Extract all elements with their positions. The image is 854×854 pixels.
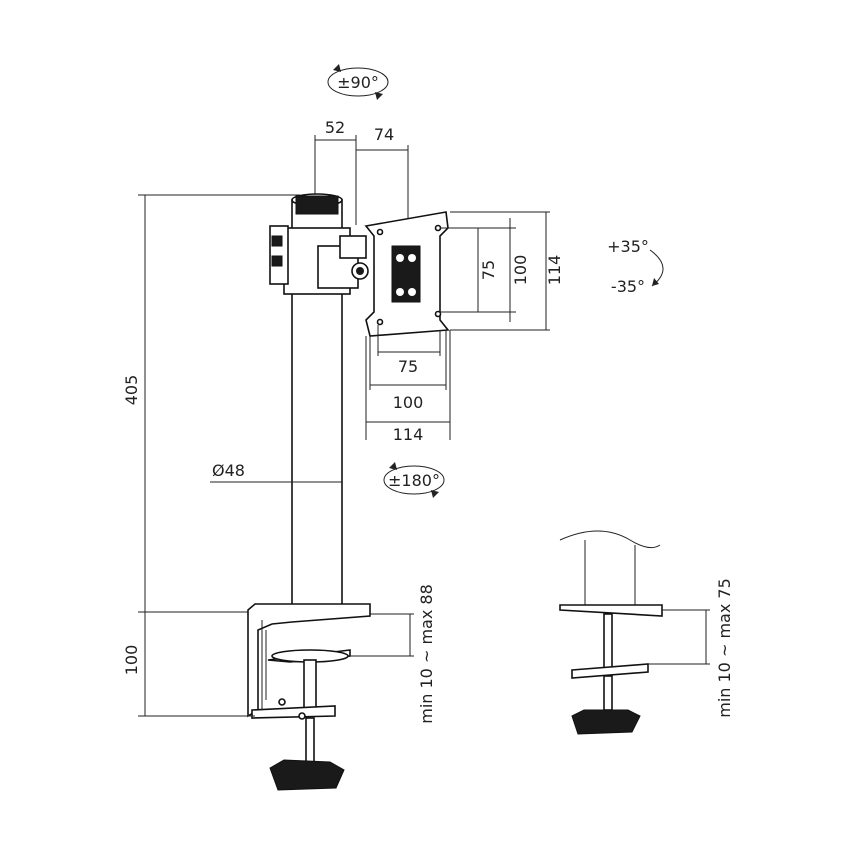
diameter-label: Ø48 — [212, 461, 245, 480]
vesa-v-100-label: 100 — [511, 255, 530, 286]
main-clamp — [247, 603, 371, 791]
clamp-range-detail-label: min 10 ~ max 75 — [715, 578, 734, 718]
rotation-badge: ±90° — [327, 64, 389, 100]
clamp-range-main-label: min 10 ~ max 88 — [417, 584, 436, 724]
vesa-plate — [364, 211, 450, 337]
swivel-badge: ±180° — [383, 462, 445, 498]
rotation-label: ±90° — [337, 73, 379, 92]
vesa-horizontal-dimensions: 75 100 114 — [365, 325, 451, 444]
clamp-range-dimension-detail: min 10 ~ max 75 — [648, 578, 734, 718]
tilt-up-label: +35° — [607, 237, 649, 256]
tilt-down-label: -35° — [611, 277, 645, 296]
clamp-range-dimension-main: min 10 ~ max 88 — [350, 584, 436, 724]
tilt-indicator: +35° -35° — [607, 237, 664, 296]
diameter-dimension: Ø48 — [210, 461, 342, 483]
vesa-vertical-dimensions: 75 100 114 — [440, 211, 564, 331]
vesa-h-100-label: 100 — [393, 393, 424, 412]
vesa-v-75-label: 75 — [479, 260, 498, 280]
swivel-label: ±180° — [388, 471, 440, 490]
top-offset-dimensions: 52 74 — [314, 118, 409, 225]
offset-52-label: 52 — [325, 118, 345, 137]
detail-clamp — [559, 530, 663, 735]
height-405-label: 405 — [122, 375, 141, 406]
vesa-v-114-label: 114 — [545, 255, 564, 286]
vesa-h-114-label: 114 — [393, 425, 424, 444]
clamp-height-dimension: 100 — [122, 612, 255, 717]
collar-assembly — [269, 225, 369, 295]
height-dimension: 405 — [122, 194, 300, 613]
offset-74-label: 74 — [374, 125, 394, 144]
vesa-h-75-label: 75 — [398, 357, 418, 376]
clamp-100-label: 100 — [122, 645, 141, 676]
